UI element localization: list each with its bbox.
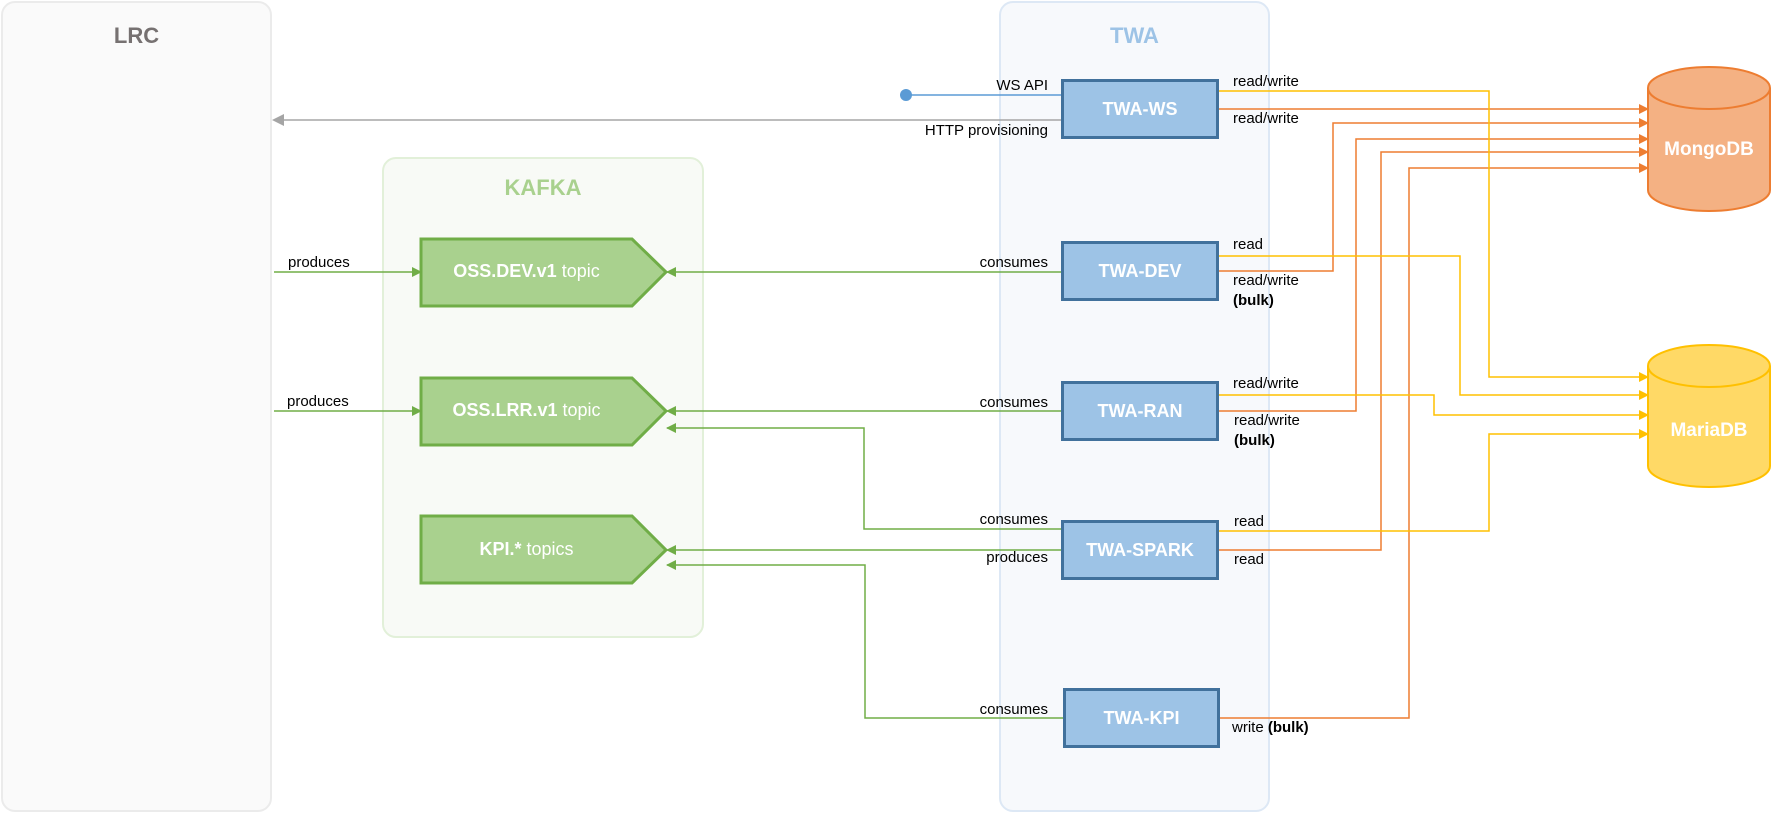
kpi-consumes-arrow — [666, 560, 1063, 719]
produces-label-lrr: produces — [287, 393, 349, 410]
service-twa-spark[interactable]: TWA-SPARK — [1061, 520, 1219, 580]
consumes-label-kpi: consumes — [979, 701, 1048, 718]
topic-shape-kpi[interactable] — [419, 514, 669, 585]
ws-api-label: WS API — [996, 77, 1048, 94]
spark-consumes-arrow — [666, 423, 1061, 530]
topic-shape-oss-lrr[interactable] — [419, 376, 669, 447]
ws-maria-rw-label: read/write — [1233, 73, 1299, 90]
dev-mongo-arrow — [1218, 118, 1649, 272]
ws-api-endpoint-icon[interactable] — [900, 89, 912, 101]
ws-mongo-rw-label: read/write — [1233, 110, 1299, 127]
dev-read-label: read — [1233, 236, 1264, 253]
http-provisioning-label: HTTP provisioning — [924, 122, 1048, 139]
mariadb-cylinder[interactable] — [1647, 344, 1771, 488]
service-twa-ran[interactable]: TWA-RAN — [1061, 381, 1219, 441]
service-twa-dev[interactable]: TWA-DEV — [1061, 241, 1219, 301]
spark-mongo-read-label: read — [1234, 551, 1265, 568]
ran-rw-label: read/write — [1233, 375, 1299, 392]
spark-maria-read-label: read — [1234, 513, 1265, 530]
ran-maria-arrow — [1218, 394, 1649, 420]
topic-shape-oss-dev[interactable] — [419, 237, 669, 308]
mongodb-label: MongoDB — [1664, 139, 1754, 160]
ran-rw-bulk-label: read/write — [1234, 412, 1300, 429]
dev-bulk-label: (bulk) — [1233, 292, 1274, 309]
service-twa-ws[interactable]: TWA-WS — [1061, 79, 1219, 139]
spark-maria-arrow — [1218, 429, 1649, 532]
kpi-mongo-arrow — [1219, 163, 1649, 719]
dev-rw-label: read/write — [1233, 272, 1299, 289]
produces-label-spark: produces — [986, 549, 1048, 566]
consumes-label-ran: consumes — [979, 394, 1048, 411]
topic-label-oss-lrr: OSS.LRR.v1 topic — [452, 400, 601, 420]
dev-maria-arrow — [1218, 255, 1649, 400]
twa-title: TWA — [1110, 23, 1159, 48]
ran-bulk-label: (bulk) — [1234, 432, 1275, 449]
mariadb-label: MariaDB — [1670, 420, 1748, 441]
consumes-label-dev: consumes — [979, 254, 1048, 271]
kpi-write-label: write (bulk) — [1232, 719, 1309, 736]
ran-mongo-arrow — [1218, 134, 1649, 412]
spark-mongo-arrow — [1218, 147, 1649, 551]
produces-label-dev: produces — [288, 254, 350, 271]
topic-label-oss-dev: OSS.DEV.v1 topic — [453, 261, 600, 281]
topic-label-kpi: KPI.* topics — [479, 539, 574, 559]
mongodb-cylinder[interactable] — [1647, 66, 1771, 212]
kafka-title: KAFKA — [504, 175, 582, 200]
lrc-container: LRC — [1, 1, 272, 812]
service-twa-kpi[interactable]: TWA-KPI — [1063, 688, 1220, 748]
lrc-title: LRC — [113, 23, 160, 48]
ws-maria-arrow — [1219, 90, 1649, 382]
consumes-label-spark: consumes — [979, 511, 1048, 528]
